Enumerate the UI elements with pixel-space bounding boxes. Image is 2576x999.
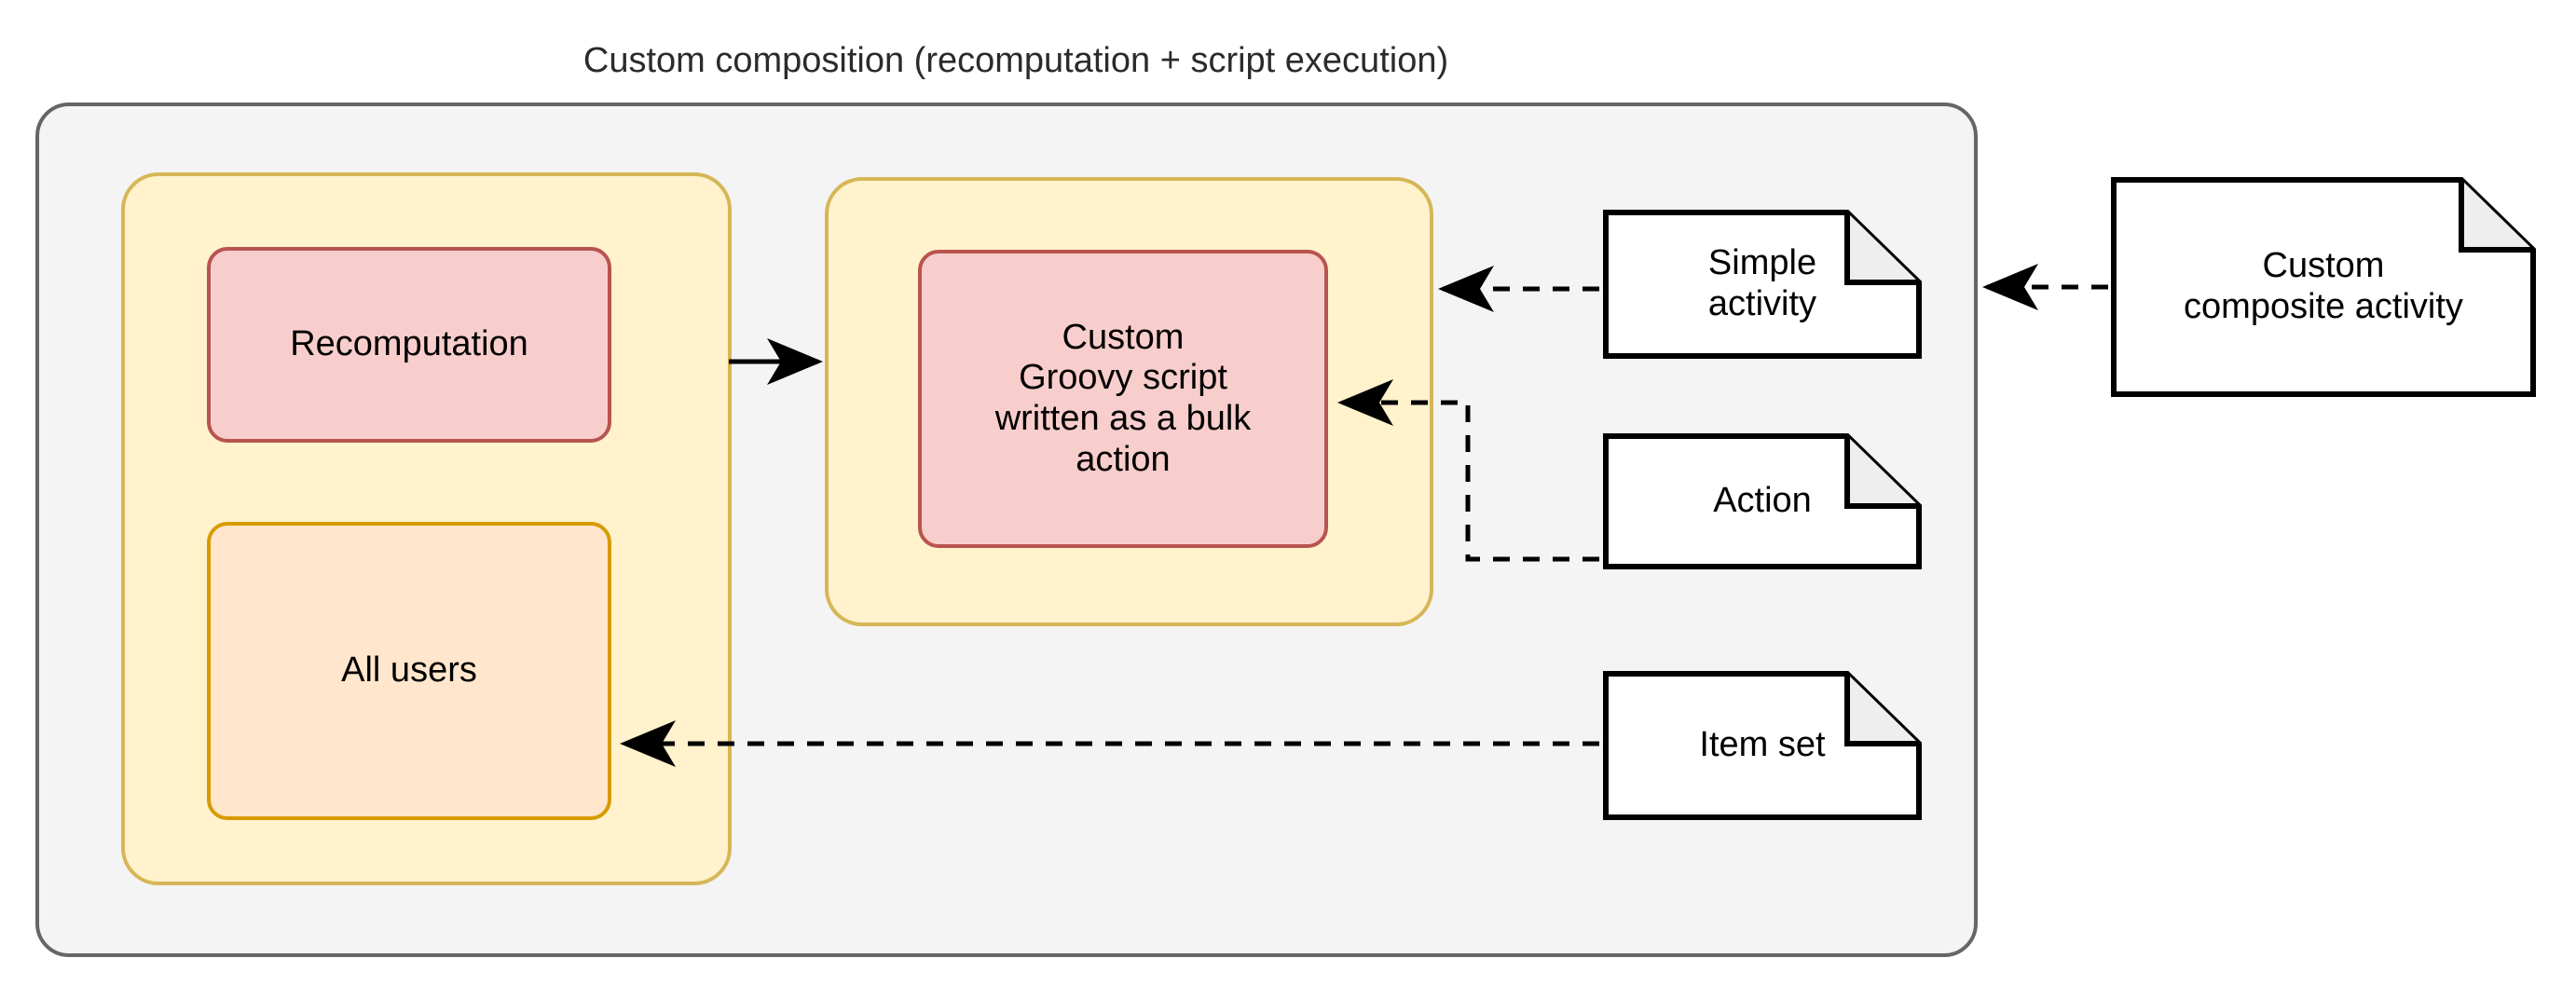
note-shape-icon xyxy=(1603,210,1922,359)
note-simple-activity-label: Simple activity xyxy=(1707,243,1817,323)
diagram-title: Custom composition (recomputation + scri… xyxy=(582,41,1449,80)
node-custom-groovy-script-label: Custom Groovy script written as a bulk a… xyxy=(994,317,1252,479)
node-all-users[interactable]: All users xyxy=(207,522,611,820)
note-custom-composite-activity-label: Custom composite activity xyxy=(2184,246,2463,326)
note-action[interactable]: Action xyxy=(1603,433,1922,569)
node-recomputation-label: Recomputation xyxy=(290,324,528,364)
note-action-label: Action xyxy=(1713,481,1812,521)
note-item-set[interactable]: Item set xyxy=(1603,671,1922,820)
note-simple-activity[interactable]: Simple activity xyxy=(1603,210,1922,359)
node-custom-groovy-script[interactable]: Custom Groovy script written as a bulk a… xyxy=(918,250,1328,548)
node-all-users-label: All users xyxy=(341,650,477,691)
note-shape-icon xyxy=(2111,177,2536,397)
note-shape-icon xyxy=(1603,671,1922,820)
note-item-set-label: Item set xyxy=(1699,725,1826,765)
note-custom-composite-activity[interactable]: Custom composite activity xyxy=(2111,177,2536,397)
note-shape-icon xyxy=(1603,433,1922,569)
node-recomputation[interactable]: Recomputation xyxy=(207,247,611,443)
